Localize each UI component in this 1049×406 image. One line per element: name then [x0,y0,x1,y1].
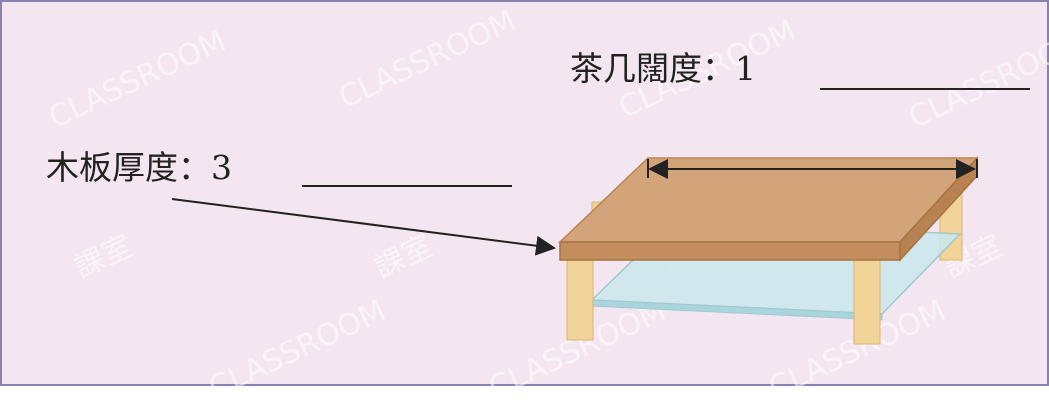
coffee-table-illustration [171,156,979,345]
table-width-label: 茶几闊度：1 [570,49,756,88]
table-width-answer-blank[interactable] [820,88,1030,90]
thickness-pointer-arrow [171,198,556,256]
table-top-front-edge [559,241,901,261]
front-right-leg [853,259,881,345]
board-thickness-label: 木板厚度：3 [46,148,232,187]
board-thickness-answer-blank[interactable] [302,185,512,187]
front-legs [566,255,881,345]
diagram-panel: CLASSROOM CLASSROOM CLASSROOM CLASSROOM … [0,0,1049,386]
front-left-leg [566,255,594,341]
